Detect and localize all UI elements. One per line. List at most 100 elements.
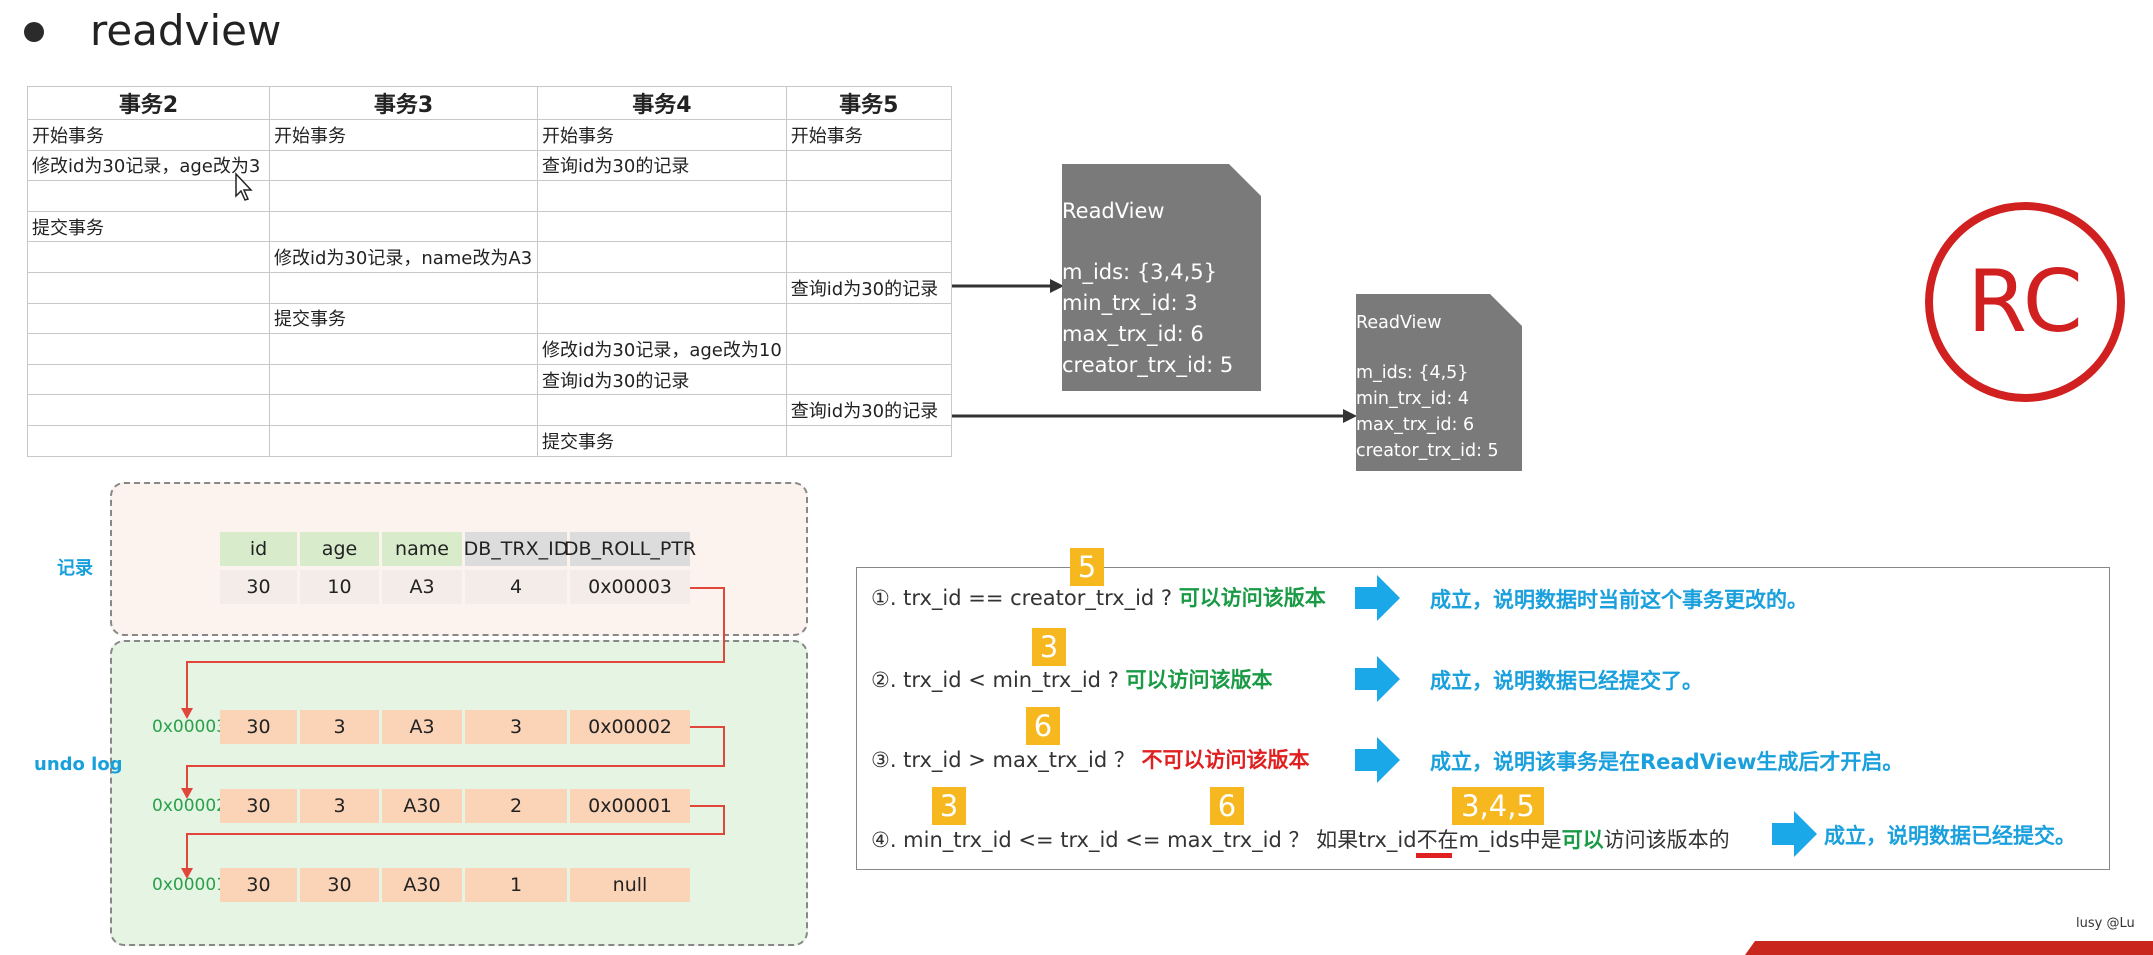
table-cell — [27, 424, 270, 457]
table-cell — [537, 302, 787, 335]
record-header-cell: id — [220, 532, 297, 566]
mouse-cursor-icon — [235, 172, 253, 201]
table-cell — [27, 363, 270, 396]
table-cell: 提交事务 — [537, 424, 787, 457]
table-cell — [269, 333, 538, 365]
transaction-table: 事务2 事务3 事务4 事务5 开始事务开始事务开始事务开始事务修改id为30记… — [27, 86, 952, 457]
table-cell: 查询id为30的记录 — [537, 149, 787, 182]
undo-cell: 3 — [300, 789, 379, 823]
table-cell — [785, 302, 952, 335]
table-row: 提交事务 — [27, 424, 952, 457]
readview-max-trx-id: max_trx_id: 6 — [1062, 322, 1204, 346]
visibility-rules-box: ①. trx_id == creator_trx_id ? 可以访问该版本 ②.… — [856, 567, 2110, 870]
undo-cell: 1 — [465, 868, 567, 902]
undo-chain-arrows — [181, 587, 725, 879]
table-row: 提交事务 — [27, 302, 952, 335]
table-cell: 查询id为30的记录 — [537, 363, 787, 396]
rule-3-explanation: 成立，说明该事务是在ReadView生成后才开启。 — [1430, 750, 1904, 774]
record-cell: 4 — [465, 570, 567, 604]
undo-cell: A30 — [382, 789, 462, 823]
record-cell: A3 — [382, 570, 462, 604]
readview-card-2: ReadView m_ids: {4,5} min_trx_id: 4 max_… — [1356, 294, 1522, 471]
value-badge: 5 — [1070, 548, 1104, 586]
table-row: 查询id为30的记录 — [27, 363, 952, 396]
readview-min-trx-id: min_trx_id: 4 — [1356, 389, 1470, 409]
undo-cell: 30 — [220, 868, 297, 902]
table-cell — [269, 210, 538, 243]
table-header: 事务4 — [537, 86, 787, 120]
value-badge: 6 — [1026, 707, 1060, 745]
value-badge: 3,4,5 — [1452, 787, 1544, 825]
record-cell: 0x00003 — [570, 570, 690, 604]
table-row: 提交事务 — [27, 210, 952, 243]
table-header: 事务5 — [785, 86, 952, 120]
record-header-cell: name — [382, 532, 462, 566]
record-header-cell: age — [300, 532, 379, 566]
table-cell — [269, 149, 538, 182]
table-cell — [785, 424, 952, 457]
table-row: 修改id为30记录，age改为3 查询id为30的记录 — [27, 149, 952, 182]
emphasis-underline — [1416, 853, 1452, 858]
table-cell: 开始事务 — [785, 119, 952, 151]
undo-cell: 0x00001 — [570, 789, 690, 823]
readview-min-trx-id: min_trx_id: 3 — [1062, 291, 1198, 315]
readview-max-trx-id: max_trx_id: 6 — [1356, 415, 1475, 435]
undo-row-address: 0x00003 — [152, 717, 227, 737]
undo-cell: null — [570, 868, 690, 902]
table-cell — [537, 241, 787, 273]
table-cell — [269, 180, 538, 212]
undo-cell: 2 — [465, 789, 567, 823]
table-cell — [785, 180, 952, 212]
table-row: 开始事务开始事务开始事务开始事务 — [27, 119, 952, 151]
table-header: 事务3 — [269, 86, 538, 120]
table-cell — [785, 333, 952, 365]
bullet-icon — [24, 22, 44, 42]
value-badge: 3 — [932, 787, 966, 825]
table-row: 修改id为30记录，name改为A3 — [27, 241, 952, 273]
table-cell: 修改id为30记录，age改为10 — [537, 333, 787, 365]
arrow-to-readview1 — [952, 279, 1064, 293]
undo-cell: 30 — [300, 868, 379, 902]
arrow-to-readview2 — [952, 409, 1357, 423]
table-cell — [785, 363, 952, 396]
table-cell — [269, 424, 538, 457]
table-cell — [537, 210, 787, 243]
table-cell: 提交事务 — [27, 210, 270, 243]
table-cell — [269, 363, 538, 396]
readview-title: ReadView — [1062, 199, 1165, 223]
table-cell: 开始事务 — [537, 119, 787, 151]
table-cell: 开始事务 — [269, 119, 538, 151]
blue-arrow-icon — [1355, 656, 1400, 702]
undo-cell: 30 — [220, 710, 297, 744]
value-badge: 6 — [1210, 787, 1244, 825]
record-cell: 30 — [220, 570, 297, 604]
rule-4-explanation: 成立，说明数据已经提交。 — [1824, 824, 2076, 848]
undo-row-address: 0x00002 — [152, 796, 227, 816]
table-row: 查询id为30的记录 — [27, 394, 952, 426]
record-header-cell: DB_ROLL_PTR — [564, 532, 696, 566]
undo-cell: A3 — [382, 710, 462, 744]
readview-creator-trx-id: creator_trx_id: 5 — [1356, 441, 1499, 461]
undo-row-address: 0x00001 — [152, 875, 227, 895]
blue-arrow-icon — [1355, 575, 1400, 621]
blue-arrow-icon — [1772, 811, 1817, 857]
table-cell — [785, 149, 952, 182]
table-cell: 修改id为30记录，name改为A3 — [269, 241, 538, 273]
table-cell — [27, 394, 270, 426]
rc-badge: RC — [1925, 202, 2125, 402]
undo-cell: 0x00002 — [570, 710, 690, 744]
record-cell: 10 — [300, 570, 379, 604]
undo-cell: 30 — [220, 789, 297, 823]
readview-m-ids: m_ids: {3,4,5} — [1062, 260, 1217, 284]
table-cell: 查询id为30的记录 — [785, 271, 952, 304]
table-cell — [269, 271, 538, 304]
value-badge: 3 — [1032, 628, 1066, 666]
undo-cell: 3 — [300, 710, 379, 744]
table-cell: 修改id为30记录，age改为3 — [27, 149, 270, 182]
rule-4: ④. min_trx_id <= trx_id <= max_trx_id ？ … — [871, 828, 1730, 852]
table-cell — [269, 394, 538, 426]
table-cell — [537, 394, 787, 426]
table-row: 修改id为30记录，age改为10 — [27, 333, 952, 365]
undo-cell: 3 — [465, 710, 567, 744]
rule-2-explanation: 成立，说明数据已经提交了。 — [1430, 669, 1703, 693]
